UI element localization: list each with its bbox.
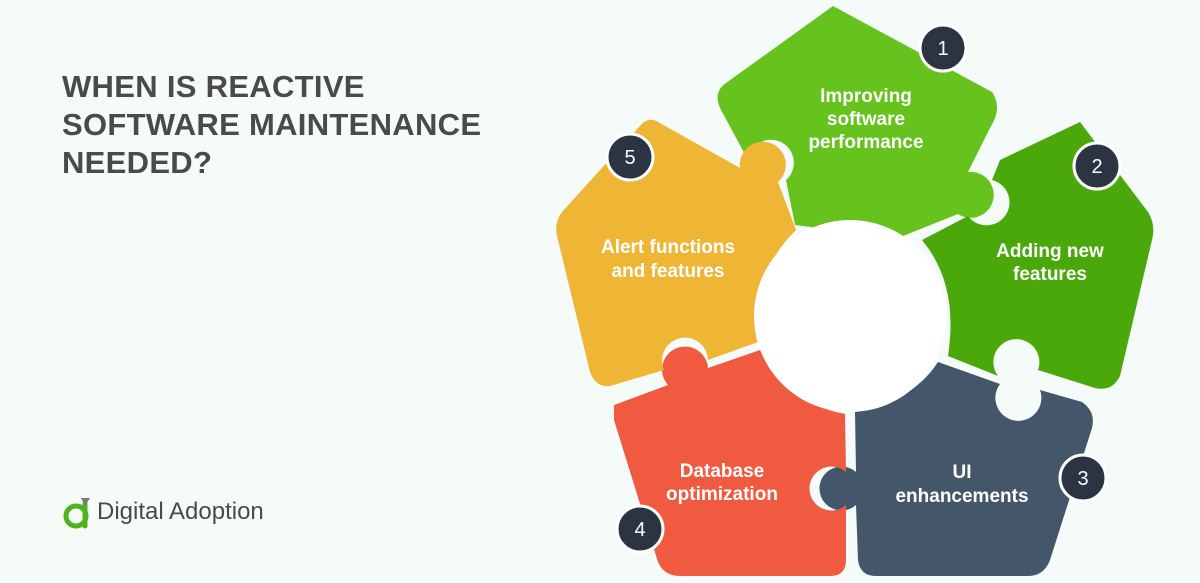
puzzle-piece-3-shape [819, 362, 1093, 576]
badge-4-number: 4 [634, 519, 645, 541]
puzzle-piece-4-shape [614, 346, 846, 576]
title-line-2: SOFTWARE MAINTENANCE [62, 107, 482, 142]
piece-5-label-line-1: Alert functions [601, 237, 735, 258]
badge-2: 2 [1072, 141, 1122, 191]
piece-3-label-line-1: UI [953, 462, 972, 483]
badge-2-number: 2 [1091, 156, 1102, 178]
puzzle-piece-3: UI enhancements [819, 362, 1093, 576]
piece-4-label-line-2: optimization [666, 484, 778, 505]
puzzle-piece-4: Database optimization [614, 346, 846, 576]
brand-name: Digital Adoption [97, 498, 264, 525]
badge-4: 4 [615, 504, 665, 554]
title-line-1: WHEN IS REACTIVE [62, 69, 365, 104]
piece-4-label-line-1: Database [680, 461, 765, 482]
page-title: WHEN IS REACTIVE SOFTWARE MAINTENANCE NE… [62, 68, 481, 182]
badge-3-number: 3 [1077, 468, 1088, 490]
badge-1-number: 1 [937, 38, 948, 60]
piece-1-label-line-3: performance [808, 132, 923, 153]
badge-1: 1 [918, 23, 968, 73]
brand[interactable]: Digital Adoption [63, 494, 264, 530]
piece-2-label-line-2: features [1013, 264, 1087, 285]
puzzle-piece-5: Alert functions and features [556, 119, 796, 387]
piece-1-label-line-2: software [827, 109, 905, 130]
center-circle [754, 220, 946, 412]
piece-1-label-line-1: Improving [820, 86, 912, 107]
badge-5: 5 [605, 132, 655, 182]
puzzle-piece-5-shape [556, 119, 796, 387]
digital-adoption-logo-icon [63, 498, 90, 529]
piece-3-label-line-2: enhancements [895, 486, 1028, 507]
piece-5-label-line-2: and features [612, 261, 725, 282]
badge-5-number: 5 [624, 147, 635, 169]
title-line-3: NEEDED? [62, 145, 213, 180]
badge-3: 3 [1058, 453, 1108, 503]
piece-2-label-line-1: Adding new [996, 241, 1104, 262]
